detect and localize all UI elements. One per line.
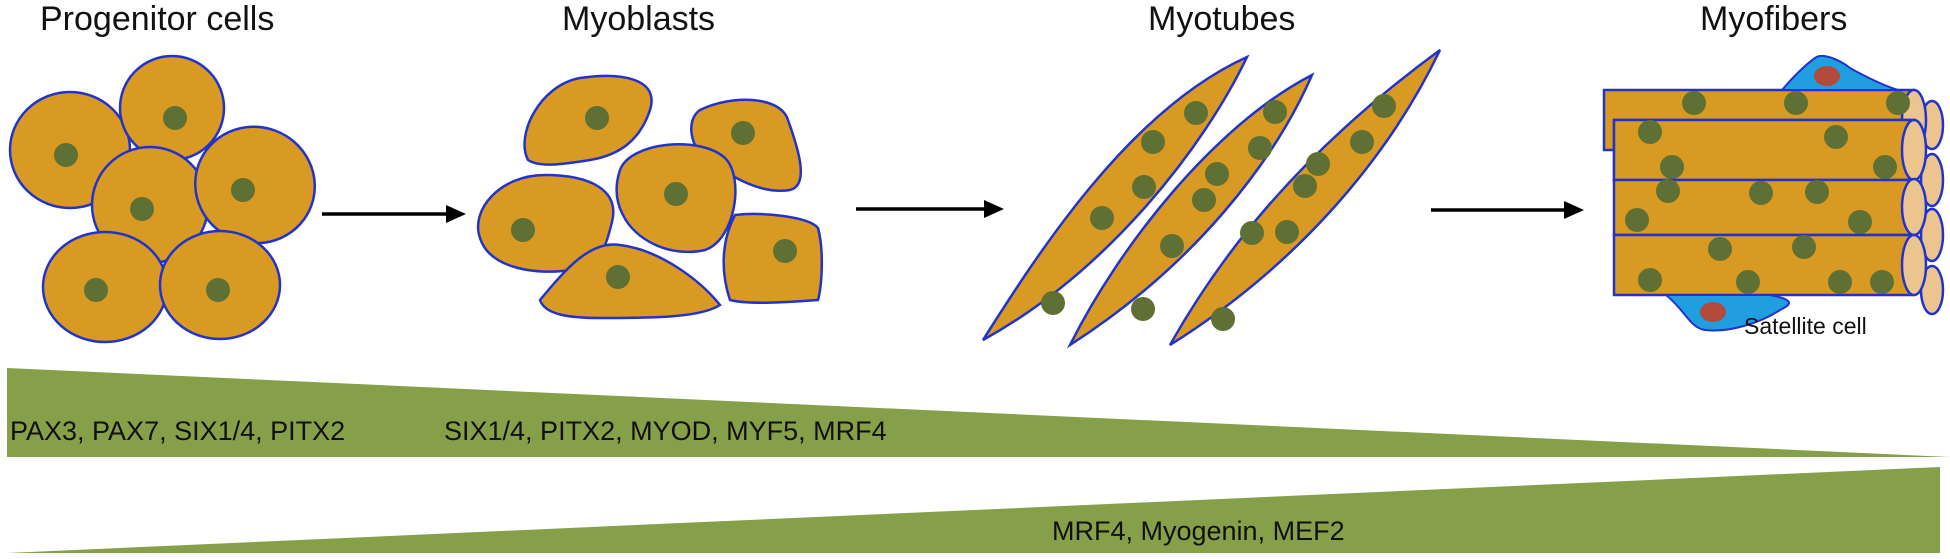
myofiber-bundle xyxy=(1602,54,1945,332)
stage-title-progenitor: Progenitor cells xyxy=(40,0,274,38)
stage-title-myotubes: Myotubes xyxy=(1148,0,1295,38)
myoblast-cell xyxy=(476,173,615,273)
satellite-cell-label: Satellite cell xyxy=(1744,313,1867,339)
satellite-cell xyxy=(1779,54,1899,91)
progenitor-cell xyxy=(193,125,317,245)
progression-arrow xyxy=(856,200,1004,218)
myoblast-cell xyxy=(523,74,653,166)
myoblast-cluster xyxy=(476,74,824,320)
progenitor-cell xyxy=(158,229,282,341)
myofiber xyxy=(1612,177,1928,237)
myotube-cluster xyxy=(981,48,1442,349)
myoblast-cell xyxy=(615,142,737,254)
myofiber xyxy=(1612,233,1928,297)
stage-title-myoblasts: Myoblasts xyxy=(562,0,715,38)
stage-title-myofibers: Myofibers xyxy=(1700,0,1847,38)
myotube xyxy=(1066,72,1315,349)
myoblast-cell xyxy=(538,243,722,320)
myotube xyxy=(981,54,1250,342)
progenitor-cell-cluster xyxy=(8,54,317,344)
myofiber xyxy=(1612,118,1928,182)
progression-arrow xyxy=(1431,201,1584,219)
myotube xyxy=(1168,48,1442,347)
decreasing-expression-wedge xyxy=(7,368,1950,457)
increasing-expression-wedge xyxy=(7,467,1940,553)
progression-arrow xyxy=(322,205,466,223)
progenitor-cell xyxy=(118,54,226,162)
myoblast-cell xyxy=(722,212,824,304)
progenitor-cell xyxy=(41,230,169,344)
mid-markers-label: SIX1/4, PITX2, MYOD, MYF5, MRF4 xyxy=(444,416,887,446)
late-markers-label: MRF4, Myogenin, MEF2 xyxy=(1052,516,1345,546)
early-markers-label: PAX3, PAX7, SIX1/4, PITX2 xyxy=(10,416,345,446)
satellite-cell xyxy=(1663,294,1790,332)
